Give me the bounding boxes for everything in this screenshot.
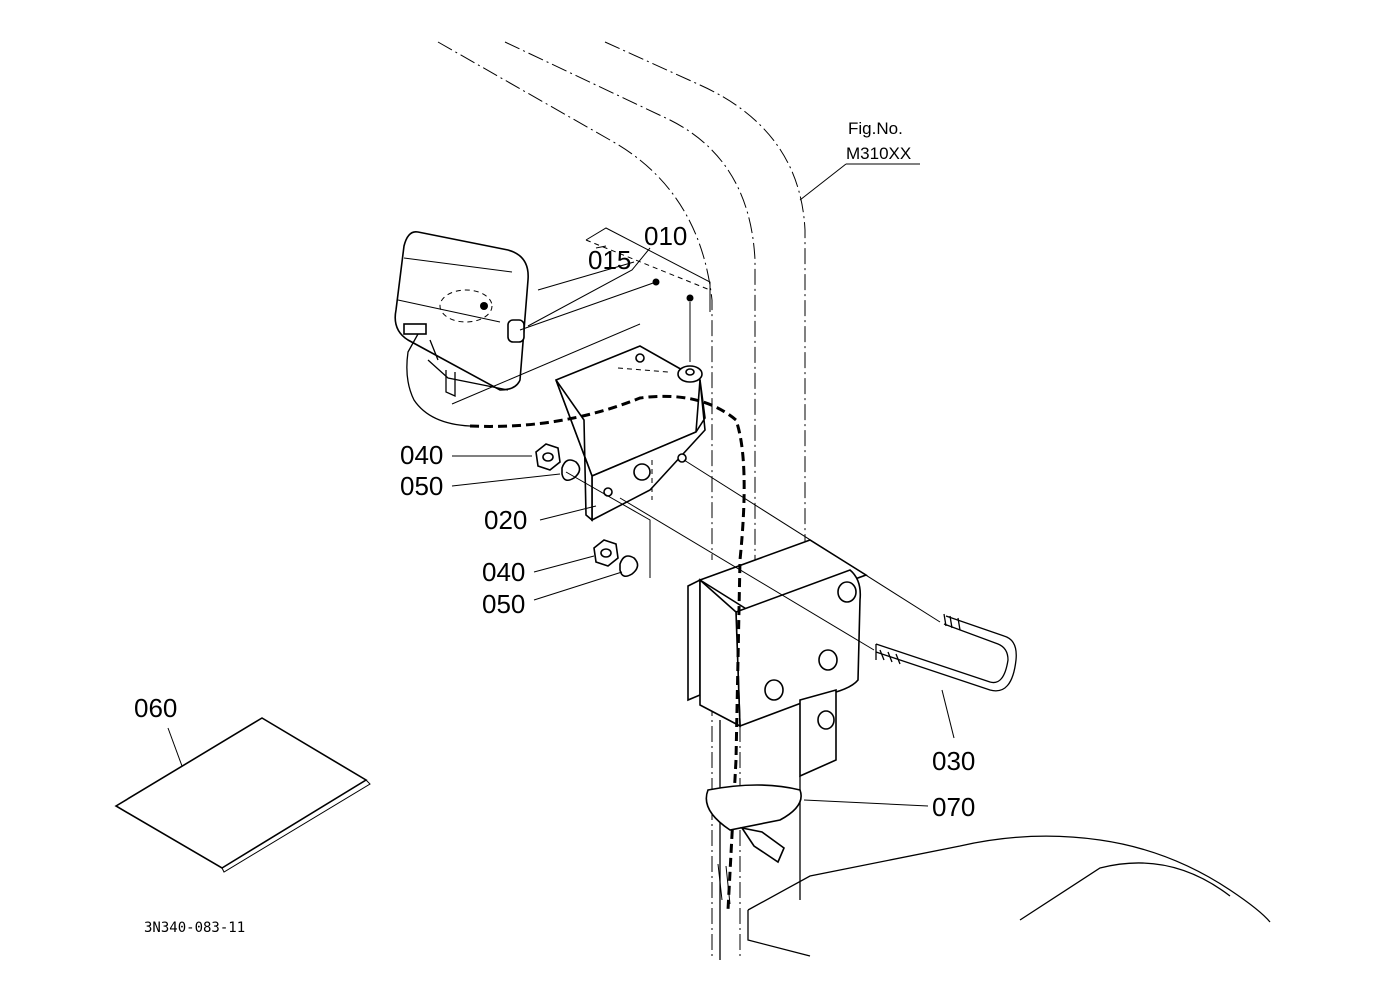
fig-no-label: Fig.No. — [848, 119, 903, 138]
callout-010: 010 — [644, 221, 687, 251]
work-lamp — [394, 230, 529, 427]
callout-060: 060 — [134, 693, 177, 723]
lamp-bracket — [554, 345, 706, 522]
callout-070: 070 — [932, 792, 975, 822]
callout-050-upper: 050 — [400, 471, 443, 501]
leader-lines — [167, 163, 955, 807]
mounting-plate — [687, 539, 868, 960]
upper-nut-washer — [535, 443, 581, 482]
callout-020: 020 — [484, 505, 527, 535]
lower-nut-washer — [593, 539, 639, 578]
fig-no-value: M310XX — [846, 144, 911, 163]
callout-040-lower: 040 — [482, 557, 525, 587]
callout-040-upper: 040 — [400, 440, 443, 470]
fender-outline — [747, 835, 1271, 957]
callout-030: 030 — [932, 746, 975, 776]
operator-manual — [114, 717, 371, 873]
cable-band — [705, 784, 802, 905]
u-bolt — [875, 613, 1017, 692]
lamp-cable — [469, 394, 746, 911]
callout-050-lower: 050 — [482, 589, 525, 619]
assembly-guide-lines — [451, 227, 941, 651]
callout-015: 015 — [588, 245, 631, 275]
drawing-reference: 3N340-083-11 — [144, 920, 245, 936]
